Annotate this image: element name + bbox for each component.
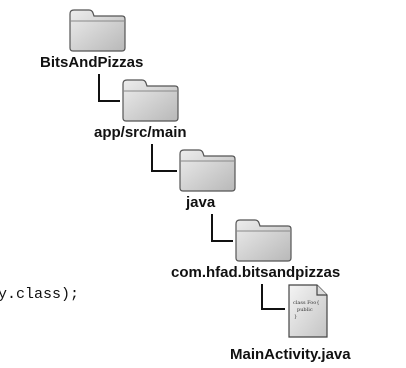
tree-connector — [261, 284, 285, 310]
folder-label-com-hfad-bitsandpizzas: com.hfad.bitsandpizzas — [171, 264, 341, 281]
folder-label-java: java — [186, 194, 216, 211]
folder-icon — [177, 148, 237, 192]
file-label-mainactivity: MainActivity.java — [230, 346, 351, 363]
file-thumb-line: } — [294, 314, 297, 320]
java-file-icon: class Foo{ public } — [285, 282, 331, 340]
folder-icon — [67, 8, 127, 52]
folder-label-bitsandpizzas: BitsAndPizzas — [40, 54, 144, 71]
tree-connector — [151, 144, 177, 172]
tree-connector — [98, 74, 120, 102]
file-thumb-line: class Foo{ — [293, 300, 320, 306]
folder-label-app-src-main: app/src/main — [94, 124, 187, 141]
code-fragment: y.class); — [0, 286, 80, 303]
folder-icon — [120, 78, 180, 122]
file-thumb-line: public — [297, 307, 313, 313]
tree-connector — [211, 214, 233, 242]
folder-icon — [233, 218, 293, 262]
